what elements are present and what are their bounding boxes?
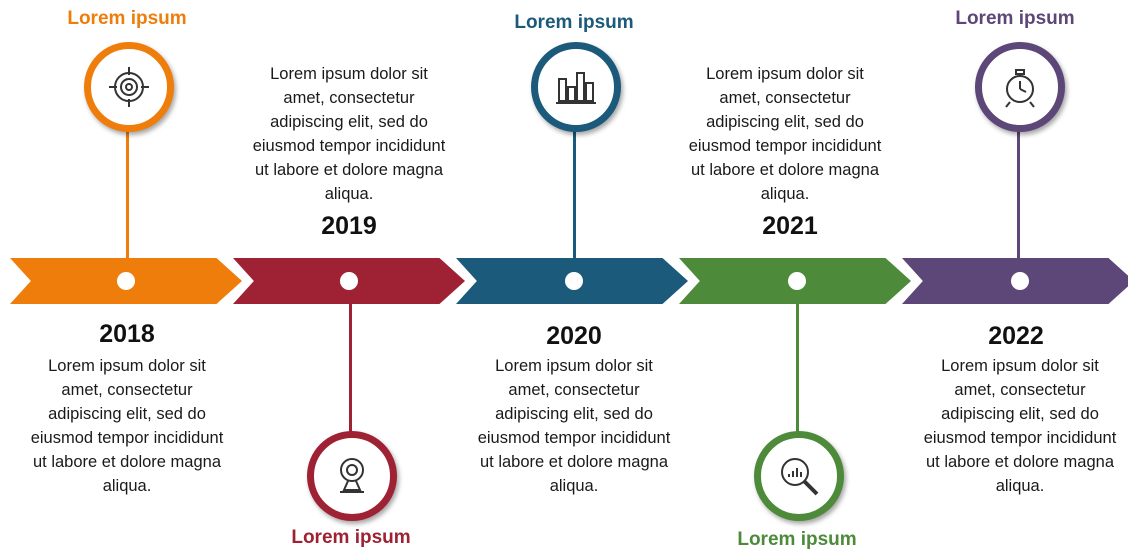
milestone-label-2022: Lorem ipsum: [955, 8, 1075, 29]
icon-circle-2019: [307, 431, 397, 521]
timeline-node-2018: [117, 272, 135, 290]
milestone-label-2018: Lorem ipsum: [67, 8, 187, 29]
webcam-icon: [340, 458, 364, 493]
icon-circle-2022: [975, 42, 1065, 132]
description-2020: Lorem ipsum dolor sit amet, consectetur …: [477, 357, 671, 495]
timeline-arrow-2020: [456, 258, 688, 304]
icon-circle-2020: [531, 42, 621, 132]
icon-circle-2021: [754, 431, 844, 521]
description-2019: Lorem ipsum dolor sit amet, consectetur …: [252, 65, 446, 203]
year-2022: 2022: [988, 322, 1044, 350]
timeline-node-2022: [1011, 272, 1029, 290]
year-2020: 2020: [546, 322, 602, 350]
icon-circle-2018: [84, 42, 174, 132]
timeline-arrow-2022: [902, 258, 1128, 304]
connector-2019: [349, 300, 352, 438]
connector-2021: [796, 300, 799, 438]
milestone-label-2019: Lorem ipsum: [291, 527, 411, 548]
milestone-label-2021: Lorem ipsum: [737, 529, 857, 550]
stopwatch-icon: [1005, 69, 1035, 108]
connector-2022: [1017, 126, 1020, 262]
year-2021: 2021: [762, 212, 818, 240]
year-2018: 2018: [99, 320, 155, 348]
timeline-node-2020: [565, 272, 583, 290]
timeline-node-2021: [788, 272, 806, 290]
description-2021: Lorem ipsum dolor sit amet, consectetur …: [688, 65, 882, 203]
milestone-label-2020: Lorem ipsum: [514, 12, 634, 33]
description-2018: Lorem ipsum dolor sit amet, consectetur …: [30, 357, 224, 495]
year-2019: 2019: [321, 212, 377, 240]
bar-chart-icon: [556, 72, 596, 104]
timeline-arrow-2018: [10, 258, 242, 304]
timeline-arrow-2021: [679, 258, 911, 304]
magnifier-chart-icon: [781, 458, 819, 496]
connector-2018: [126, 126, 129, 262]
target-icon: [109, 67, 149, 107]
timeline-arrow-2019: [233, 258, 465, 304]
connector-2020: [573, 126, 576, 262]
timeline-node-2019: [340, 272, 358, 290]
description-2022: Lorem ipsum dolor sit amet, consectetur …: [923, 357, 1117, 495]
